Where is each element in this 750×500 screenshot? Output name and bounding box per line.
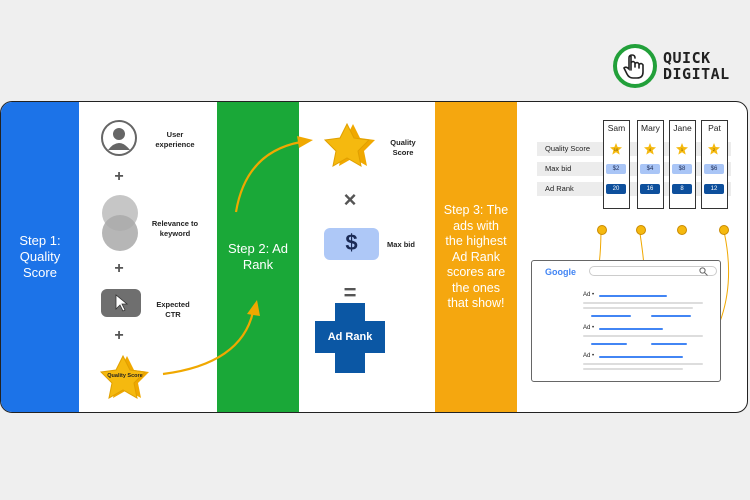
logo-text: QUICK DIGITAL [663, 50, 730, 82]
ad-title-line-3 [599, 356, 683, 358]
ad-desc-line-1 [583, 302, 703, 304]
person-name-jane: Jane [673, 123, 692, 133]
face-icon-pat [719, 225, 729, 235]
cursor-icon [101, 289, 141, 317]
face-icon-jane [677, 225, 687, 235]
ad-tag-1: Ad • [583, 292, 595, 298]
star-icon [99, 354, 149, 399]
step1-panel: Step 1: Quality Score [1, 102, 79, 412]
qs-value-pat: 2 [713, 147, 716, 152]
logo-line2: DIGITAL [663, 65, 730, 83]
venn-icon-lower [102, 215, 138, 251]
rank-sam: 20 [606, 184, 626, 194]
hand-pointer-icon [613, 44, 657, 88]
ad-desc-line-2 [583, 335, 703, 337]
times-operator: × [343, 187, 357, 212]
star-icon-formula [323, 122, 375, 167]
quick-digital-logo: QUICK DIGITAL [613, 44, 743, 92]
qs-value-mary: 4 [649, 147, 652, 152]
formula-quality-score: Quality Score [390, 138, 416, 157]
plus-operator-2: + [114, 260, 124, 277]
logo-line1: QUICK [663, 49, 711, 67]
rank-pat: 12 [704, 184, 724, 194]
face-icon-mary [636, 225, 646, 235]
qs-value-jane: 1 [681, 147, 684, 152]
factor-relevance: Relevance to keyword [151, 219, 199, 238]
search-results-mock [531, 260, 721, 382]
person-name-mary: Mary [641, 123, 660, 133]
formula-ad-rank: Ad Rank [327, 331, 373, 343]
ad-tag-2: Ad • [583, 325, 595, 331]
formula-max-bid: Max bid [387, 240, 415, 249]
qs-star-mary: 4 [644, 143, 656, 155]
ad-sitelink-2a [591, 343, 627, 345]
bid-jane: $8 [672, 164, 692, 174]
bid-pat: $6 [704, 164, 724, 174]
row-label-ad-rank: Ad Rank [545, 184, 574, 193]
rank-mary: 16 [640, 184, 660, 194]
row-label-max-bid: Max bid [545, 164, 572, 173]
step2-panel: Step 2: Ad Rank [217, 102, 299, 412]
google-logo-text: Google [545, 267, 576, 277]
bid-sam: $2 [606, 164, 626, 174]
step2-label: Step 2: Ad Rank [228, 241, 288, 272]
ad-rank-cross-horizontal [315, 321, 385, 353]
step3-panel: Step 3: The ads with the highest Ad Rank… [435, 102, 517, 412]
face-icon-sam [597, 225, 607, 235]
row-label-quality-score: Quality Score [545, 144, 591, 153]
ad-tag-3: Ad • [583, 353, 595, 359]
ad-desc-line-1b [583, 307, 693, 309]
factor-expected-ctr: Expected CTR [156, 300, 190, 319]
ad-title-line-1 [599, 295, 667, 297]
step1-label: Step 1: Quality Score [19, 233, 61, 280]
search-icon [699, 267, 708, 276]
ad-sitelink-1b [651, 315, 691, 317]
plus-operator-1: + [114, 168, 124, 185]
qs-value-sam: 10 [614, 147, 619, 152]
step3-label: Step 3: The ads with the highest Ad Rank… [443, 202, 509, 310]
person-name-pat: Pat [708, 123, 721, 133]
equals-operator: = [343, 280, 357, 305]
ad-sitelink-1a [591, 315, 631, 317]
qs-star-jane: 1 [676, 143, 688, 155]
rank-jane: 8 [672, 184, 692, 194]
dollar-icon: $ [324, 228, 379, 260]
dollar-symbol: $ [345, 230, 358, 255]
serp-search-bar [589, 266, 717, 276]
ad-desc-line-3b [583, 368, 683, 370]
user-icon [101, 120, 137, 156]
ad-rank-diagram: Step 1: Quality Score Step 2: Ad Rank St… [0, 101, 748, 413]
qs-star-sam: 10 [610, 143, 622, 155]
bid-mary: $4 [640, 164, 660, 174]
star-quality-score-label: Quality Score [107, 373, 143, 379]
person-name-sam: Sam [607, 123, 626, 133]
plus-operator-3: + [114, 327, 124, 344]
qs-star-pat: 2 [708, 143, 720, 155]
factor-user-experience: User experience [155, 130, 195, 149]
ad-desc-line-3 [583, 363, 703, 365]
ad-sitelink-2b [651, 343, 687, 345]
ad-title-line-2 [599, 328, 663, 330]
google-logo: Google [545, 267, 576, 277]
